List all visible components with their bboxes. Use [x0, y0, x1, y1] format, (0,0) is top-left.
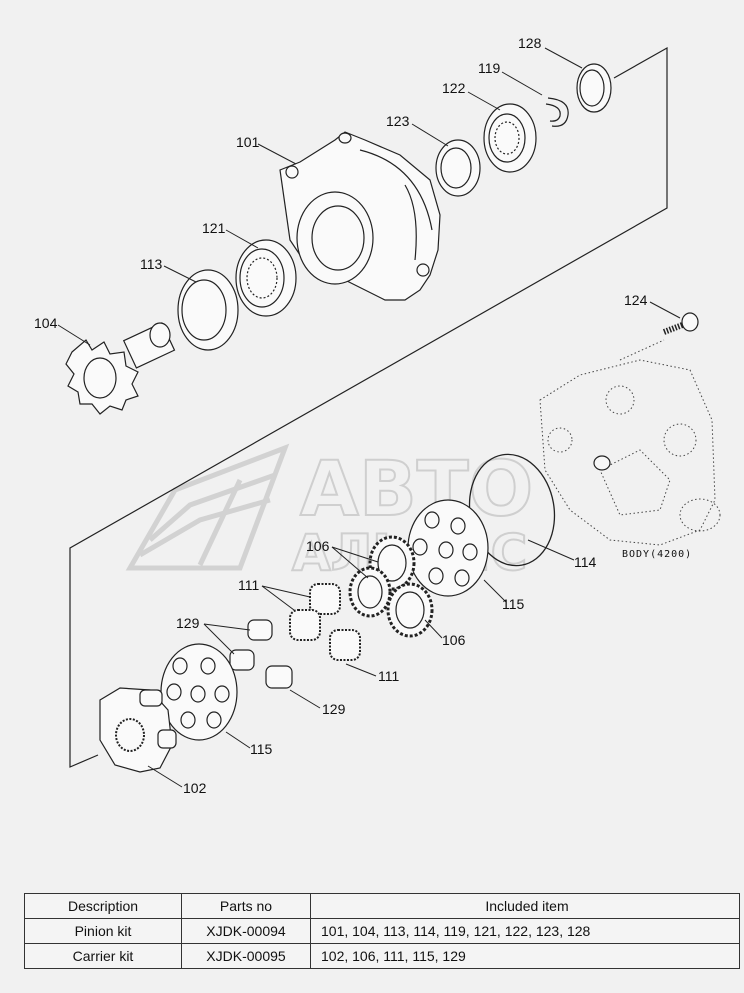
- part-101-housing: [279, 131, 441, 301]
- part-113-seal: [177, 269, 239, 351]
- callout-102: 102: [183, 780, 207, 796]
- header-parts-no: Parts no: [181, 893, 311, 919]
- callout-124: 124: [624, 292, 648, 308]
- part-123-seal: [435, 139, 481, 197]
- callout-119: 119: [478, 60, 501, 76]
- row-description: Carrier kit: [24, 943, 182, 969]
- watermark-logo-mark: [125, 443, 290, 571]
- row-parts-no: XJDK-00095: [181, 943, 311, 969]
- row-description: Pinion kit: [24, 918, 182, 944]
- row-included-items: 101, 104, 113, 114, 119, 121, 122, 123, …: [310, 918, 740, 944]
- parts-kit-table: Description Parts no Included item Pinio…: [24, 893, 740, 969]
- header-included-item: Included item: [310, 893, 740, 919]
- callout-111-lower: 111: [378, 668, 399, 684]
- table-header-row: Description Parts no Included item: [24, 893, 740, 919]
- part-121-bearing: [235, 239, 297, 317]
- part-129-bushings: [229, 619, 293, 689]
- part-122-bearing: [483, 103, 537, 173]
- callout-129-upper: 129: [176, 615, 200, 631]
- callout-115-upper: 115: [502, 596, 525, 612]
- callout-113: 113: [140, 256, 163, 272]
- callout-111-upper: 111: [238, 577, 259, 593]
- callout-129-lower: 129: [322, 701, 346, 717]
- body-boss: [593, 455, 611, 471]
- body-label: BODY(4200): [622, 549, 692, 560]
- part-102-carrier: [99, 687, 177, 773]
- exploded-parts-diagram: АВТО АЛЬЯНС: [34, 35, 721, 796]
- part-106-gears: [348, 535, 434, 638]
- table-row: Pinion kit XJDK-00094 101, 104, 113, 114…: [24, 918, 740, 944]
- callout-122: 122: [442, 80, 466, 96]
- part-119-snap-ring: [545, 97, 569, 127]
- callout-115-lower: 115: [250, 741, 273, 757]
- assembly-boundary: [69, 46, 668, 768]
- part-104-pinion-shaft: [65, 322, 176, 415]
- callout-106-upper: 106: [306, 538, 330, 554]
- row-included-items: 102, 106, 111, 115, 129: [310, 943, 740, 969]
- callout-106-lower: 106: [442, 632, 466, 648]
- callout-101: 101: [236, 134, 260, 150]
- callout-114: 114: [574, 554, 597, 570]
- part-115-plate-lower: [160, 643, 238, 741]
- callout-123: 123: [386, 113, 410, 129]
- callout-104: 104: [34, 315, 58, 331]
- leader-lines: [57, 47, 681, 788]
- header-description: Description: [24, 893, 182, 919]
- part-124-bolt: [662, 312, 699, 335]
- body-outline: [539, 339, 721, 546]
- callout-121: 121: [202, 220, 226, 236]
- table-row: Carrier kit XJDK-00095 102, 106, 111, 11…: [24, 943, 740, 969]
- callout-128: 128: [518, 35, 542, 51]
- row-parts-no: XJDK-00094: [181, 918, 311, 944]
- part-115-plate-upper: [407, 499, 489, 597]
- part-111-needle-bearings: [289, 583, 361, 661]
- part-128-ring: [576, 63, 612, 113]
